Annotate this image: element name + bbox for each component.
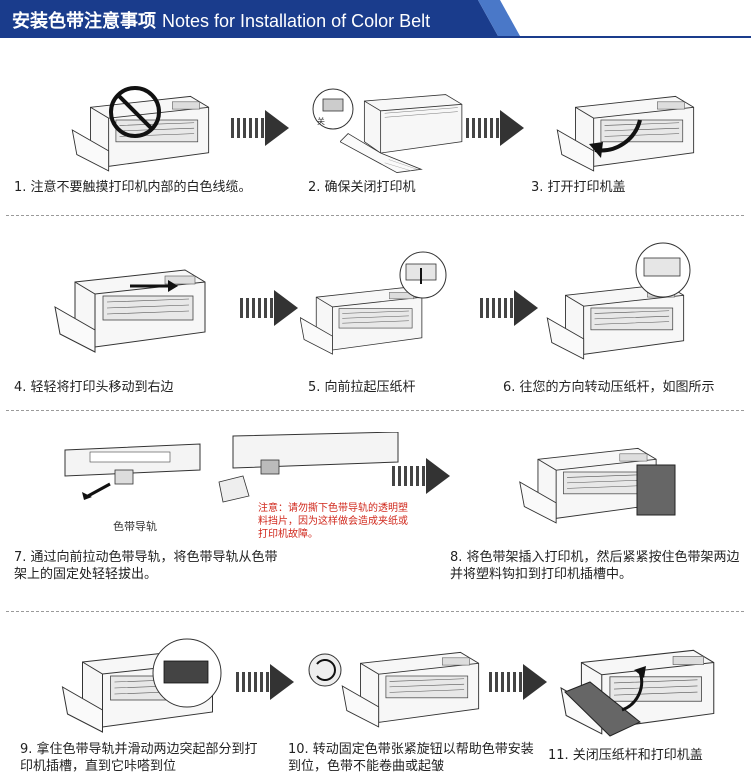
page-header: 安装色带注意事项 Notes for Installation of Color … <box>0 0 751 38</box>
printer-illustration-step11 <box>550 632 735 737</box>
lever-rotate-detail <box>635 242 691 298</box>
knob-rotate-icon <box>308 653 342 687</box>
step-caption: 11. 关闭压纸杆和打印机盖 <box>548 748 703 763</box>
switch-label: 关 <box>317 117 325 126</box>
step-caption: 8. 将色带架插入打印机，然后紧紧按住色带架两边并将塑料钩扣到打印机插槽中。 <box>450 550 740 582</box>
right-arrow-icon <box>466 110 524 146</box>
warning-note: 注意：请勿撕下色带导轨的透明塑料挡片，因为这样做会造成夹纸或打印机故障。 <box>258 503 408 540</box>
step-caption: 5. 向前拉起压纸杆 <box>308 380 416 395</box>
step-caption: 1. 注意不要触摸打印机内部的白色线缆。 <box>14 180 252 195</box>
row-divider <box>6 611 744 612</box>
ribbon-guide-label: 色带导轨 <box>113 520 157 533</box>
step-caption: 7. 通过向前拉动色带导轨，将色带导轨从色带架上的固定处轻轻拔出。 <box>14 550 278 582</box>
right-arrow-icon <box>392 458 450 494</box>
printer-illustration-step3 <box>545 80 715 180</box>
right-arrow-icon <box>489 664 547 700</box>
printer-illustration-step10 <box>340 636 490 736</box>
right-arrow-icon <box>480 290 538 326</box>
ribbon-cassette-illustration <box>64 443 201 500</box>
clip-detail <box>636 464 676 516</box>
step-caption: 9. 拿住色带导轨并滑动两边突起部分到打印机插槽，直到它咔嗒到位 <box>20 742 258 774</box>
title-cn: 安装色带注意事项 <box>12 11 156 32</box>
row-divider <box>6 215 744 216</box>
platen-lever-detail <box>399 251 447 299</box>
step-caption: 6. 往您的方向转动压纸杆，如图所示 <box>503 380 715 395</box>
printer-illustration-step4 <box>50 252 220 362</box>
step-caption: 2. 确保关闭打印机 <box>308 180 416 195</box>
ribbon-guide-closeup <box>218 432 399 503</box>
title-en: Notes for Installation of Color Belt <box>162 11 431 31</box>
right-arrow-icon <box>236 664 294 700</box>
no-touch-icon <box>109 86 161 138</box>
row-divider <box>6 410 744 411</box>
step-caption: 3. 打开打印机盖 <box>531 180 626 195</box>
ribbon-slot-detail <box>152 638 222 708</box>
right-arrow-icon <box>231 110 289 146</box>
page-title: 安装色带注意事项 Notes for Installation of Color … <box>12 7 430 33</box>
step-caption: 4. 轻轻将打印头移动到右边 <box>14 380 174 395</box>
power-switch-icon <box>312 88 354 130</box>
header-banner <box>0 0 751 38</box>
step-caption: 10. 转动固定色带张紧旋钮以帮助色带安装到位，色带不能卷曲或起皱 <box>288 742 534 774</box>
right-arrow-icon <box>240 290 298 326</box>
printer-illustration-step2 <box>340 82 470 177</box>
